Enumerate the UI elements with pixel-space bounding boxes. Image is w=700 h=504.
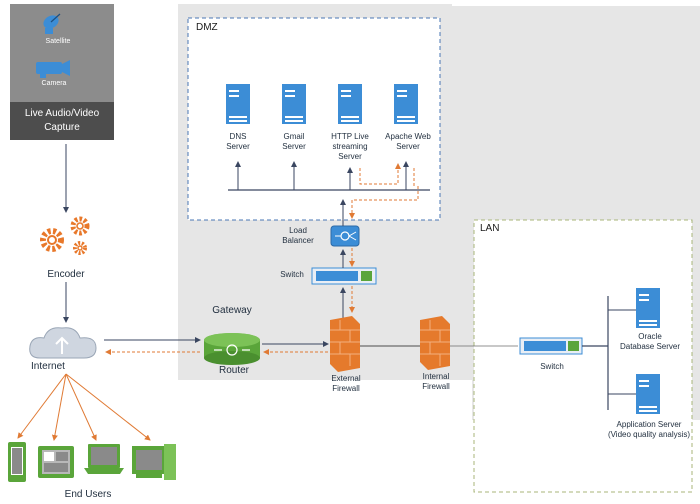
router-label: Router [218,365,249,376]
dns-server-icon [226,84,250,124]
internal-firewall-icon [420,316,450,370]
internet-label: Internet [31,361,65,372]
lan-switch-icon [519,337,583,355]
satellite-icon [43,13,61,34]
dmz-label: DMZ [196,22,218,33]
lan-switch-label: Switch [540,362,564,371]
oracle-server-label: Oracle Database Server [619,332,681,351]
dmz-switch-label: Switch [280,270,304,279]
lan-zone [473,219,693,493]
apache-server-label: Apache Web Server [385,132,431,151]
phone-device-icon [8,442,26,482]
camera-icon [36,60,70,78]
hls-server-label: HTTP Live streaming Server [331,132,369,161]
encoder-label: Encoder [47,269,85,280]
oracle-server-icon [636,288,660,328]
laptop-device-icon [84,444,124,474]
capture-panel [10,4,114,102]
router-icon [204,333,260,365]
app-server-icon [636,374,660,414]
gateway-label: Gateway [212,305,252,316]
camera-label: Camera [41,80,67,87]
app-server-label: Application Server (Video quality analys… [607,420,691,439]
gmail-server-icon [282,84,306,124]
encoder-gears-icon [40,216,90,255]
end-users-label: End Users [64,489,112,500]
internet-cloud-icon [29,327,97,359]
load-balancer-label: Load Balancer [282,226,314,245]
external-firewall-label: External Firewall [331,374,361,393]
satellite-label: Satellite [45,38,71,45]
tv-device-icon [132,444,176,480]
dmz-switch-icon [311,267,377,285]
gmail-server-label: Gmail Server [282,132,306,151]
external-firewall-icon [330,316,360,372]
capture-title: Live Audio/Video Capture [10,102,114,140]
load-balancer-icon [330,225,360,247]
hls-server-icon [338,84,362,124]
tablet-device-icon [38,446,74,478]
lan-label: LAN [480,223,500,234]
apache-server-icon [394,84,418,124]
internal-firewall-label: Internal Firewall [422,372,450,391]
dmz-return-flow [359,163,401,185]
dns-server-label: DNS Server [226,132,250,151]
